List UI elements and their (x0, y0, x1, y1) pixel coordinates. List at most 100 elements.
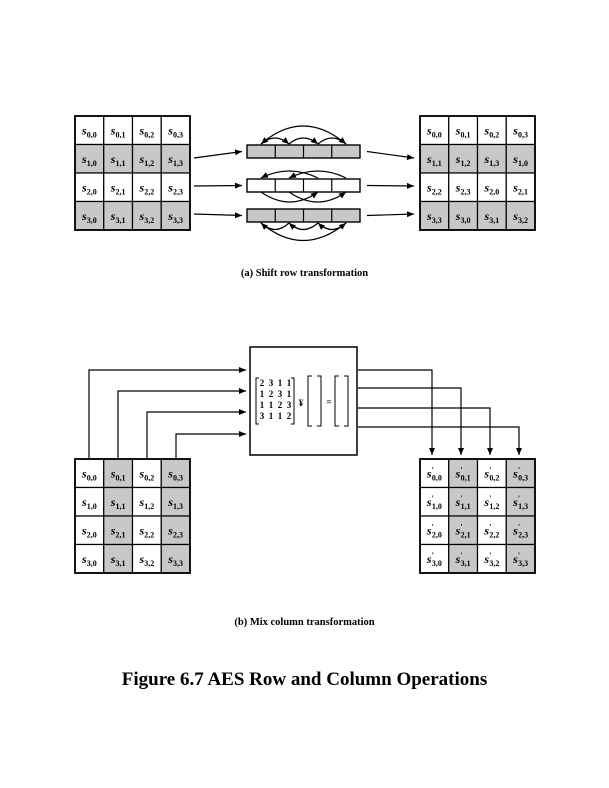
mix-output-cell (476, 543, 507, 574)
shift-output-arrow (366, 182, 415, 189)
shift-arc (260, 191, 319, 203)
shift-output-cell (448, 143, 479, 174)
mix-output-cell-label: s'2,1 (455, 522, 471, 539)
mix-input-arrow (117, 388, 246, 459)
shift-output-cell-label: s0,2 (484, 123, 500, 139)
matrix-entry: 3 (278, 389, 283, 399)
shift-input-cell (103, 200, 134, 231)
matrix-entry: 1 (260, 389, 265, 399)
mix-output-cell-label: s'2,2 (483, 522, 499, 539)
matrix-entry: 2 (287, 411, 292, 421)
mix-input-cell-label: s3,3 (167, 552, 183, 568)
shift-output-cell-label: s1,3 (484, 152, 500, 168)
shift-output-cell (419, 115, 450, 146)
mix-output-cell-label: s'0,0 (426, 465, 442, 482)
shift-arc (260, 125, 347, 145)
matrix-entry: 3 (269, 378, 274, 388)
mix-input-arrow (175, 431, 246, 459)
shift-arc (288, 137, 319, 145)
shift-input-cell-label: s1,3 (167, 152, 183, 168)
shift-input-cell (160, 115, 191, 146)
matrix-entry: 2 (260, 378, 265, 388)
matrix-entry: 1 (278, 378, 283, 388)
shift-output-cell-label: s2,1 (512, 180, 528, 196)
shift-arc (260, 170, 319, 179)
times-symbol: ¥ (299, 398, 304, 408)
mix-output-cell-label: s'0,2 (483, 465, 499, 482)
mix-output-arrow (358, 387, 464, 455)
mix-output-cell-label: s'1,2 (483, 494, 499, 511)
matrix-entry: 2 (269, 389, 274, 399)
shift-input-cell-label: s0,1 (110, 123, 126, 139)
shift-arc (288, 191, 347, 203)
shift-input-cell (103, 172, 134, 203)
mix-input-cell (160, 486, 191, 517)
mix-output-border (419, 458, 536, 574)
mix-output-cell-label: s'2,0 (426, 522, 442, 539)
mix-input-cell-label: s2,1 (110, 523, 126, 539)
mix-column-caption: (b) Mix column transformation (234, 617, 375, 628)
shift-output-cell (476, 143, 507, 174)
shift-input-cell-label: s2,0 (81, 180, 97, 196)
matrix-entry: 1 (287, 389, 292, 399)
mix-input-cell-label: s2,3 (167, 523, 183, 539)
shift-input-cell (103, 143, 134, 174)
shift-output-cell-label: s2,2 (426, 180, 442, 196)
mix-output-cell-label: s'1,0 (426, 494, 442, 511)
mix-input-cell-label: s1,2 (139, 495, 155, 511)
equals-symbol: = (326, 397, 331, 407)
shift-input-arrow (193, 212, 243, 219)
shift-output-cell (419, 200, 450, 231)
mix-input-cell-label: s0,0 (81, 466, 97, 482)
mix-input-cell-label: s3,1 (110, 552, 126, 568)
shift-output-cell-label: s2,0 (484, 180, 500, 196)
mix-input-cell-label: s0,2 (139, 466, 155, 482)
mix-input-cell (131, 486, 162, 517)
shift-output-cell (476, 172, 507, 203)
shift-input-cell (160, 143, 191, 174)
shift-input-arrow (193, 182, 243, 189)
shift-input-border (74, 115, 191, 231)
mix-output-cell-label: s'3,2 (483, 551, 499, 568)
result-bracket-left (334, 375, 339, 427)
mix-output-cell (476, 486, 507, 517)
mix-input-cell (74, 543, 105, 574)
shift-arc (260, 222, 347, 241)
mix-output-arrow (358, 407, 493, 455)
mix-input-cell-label: s1,3 (167, 495, 183, 511)
matrix-entry: 3 (260, 411, 265, 421)
mix-input-cell-label: s2,2 (139, 523, 155, 539)
shift-output-arrow (366, 211, 415, 218)
shift-input-arrow (193, 149, 243, 159)
mix-output-arrow (358, 426, 522, 455)
mix-input-cell-label: s1,1 (110, 495, 126, 511)
shift-input-cell-label: s3,1 (110, 209, 126, 225)
mix-output-cell (476, 458, 507, 489)
shift-input-cell-label: s3,0 (81, 209, 97, 225)
shift-output-cell-label: s2,3 (455, 180, 471, 196)
shift-output-cell (419, 172, 450, 203)
mix-input-cell-label: s3,2 (139, 552, 155, 568)
mix-output-cell-label: s'2,3 (512, 522, 528, 539)
shift-output-cell-label: s1,2 (455, 152, 471, 168)
shift-input-cell-label: s0,3 (167, 123, 183, 139)
matrix-entry: 1 (260, 400, 265, 410)
mix-input-arrow (146, 409, 246, 459)
shift-input-cell-label: s2,3 (167, 180, 183, 196)
mix-output-cell-label: s'0,1 (455, 465, 471, 482)
shift-row-caption: (a) Shift row transformation (240, 268, 369, 279)
mix-input-cell (160, 515, 191, 546)
mix-output-cell (448, 486, 479, 517)
shift-output-arrow (366, 150, 415, 161)
shift-input-cell-label: s0,2 (139, 123, 155, 139)
shift-input-cell (131, 200, 162, 231)
shift-input-cell-label: s3,3 (167, 209, 183, 225)
mix-input-cell (103, 458, 134, 489)
matrix-entry: 1 (269, 400, 274, 410)
shift-output-cell (476, 200, 507, 231)
shift-output-cell-label: s3,3 (426, 209, 442, 225)
